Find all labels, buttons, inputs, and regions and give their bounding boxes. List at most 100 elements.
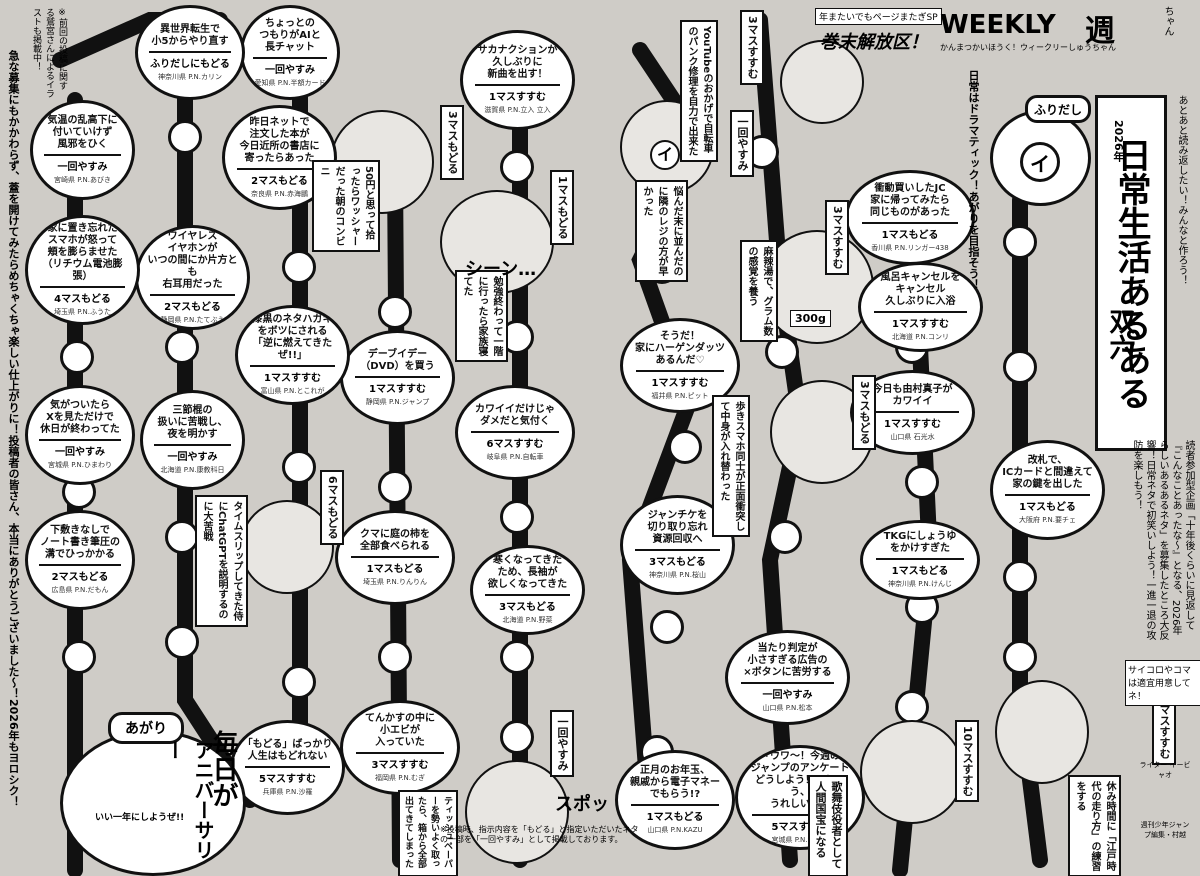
goal-circle: [60, 730, 246, 876]
square-text: 寒くなってきた ため、長袖が 欲しくなってきた: [487, 555, 568, 590]
start-label: ふりだし: [1025, 95, 1091, 123]
goal-main-text: 毎日が: [208, 730, 238, 808]
tagline: 日常はドラマティック！あがりを目指そう！: [967, 70, 980, 290]
square-text: 漆黒のネタハガキ をボツにされる 「逆に燃えてきたぜ!!」: [252, 314, 333, 361]
square-text: 家に置き忘れた スマホが怒って 頬を膨らませた （リチウム電池膨張）: [42, 223, 123, 282]
board-square[interactable]: 異世界転生で 小5からやり直すふりだしにもどる神奈川県 P.N.カリン: [135, 5, 245, 100]
path-space: [378, 640, 412, 674]
illustration: [860, 720, 964, 824]
square-pen-name: 北海道 P.N.康教科日: [160, 466, 225, 474]
square-pen-name: 岐阜県 P.N.自転車: [486, 452, 544, 461]
board-square[interactable]: サカナクションが 久しぶりに 新曲を出す！1マスすすむ滋賀県 P.N.立入 立入: [460, 30, 575, 130]
goal-sub-text: アニバーサリー: [162, 740, 215, 860]
path-space: [895, 690, 929, 724]
result-label: 3マスもどる: [852, 375, 876, 450]
square-pen-name: 宮城県 P.N.サカナ: [771, 835, 829, 844]
path-space: [165, 330, 199, 364]
square-result: 2マスもどる: [39, 564, 121, 583]
start-square[interactable]: イ: [1020, 142, 1060, 182]
square-pen-name: 広島県 P.N.だもん: [51, 586, 109, 594]
path-space: [282, 250, 316, 284]
board-square[interactable]: 家に置き忘れた スマホが怒って 頬を膨らませた （リチウム電池膨張） 4マスもどる…: [25, 215, 140, 325]
square-result: 1マスもどる: [1004, 494, 1090, 513]
result-label: 6マスもどる: [320, 470, 344, 545]
square-result: 一回やすみ: [741, 681, 834, 701]
square-text: 当たり判定が 小さすぎる広告の ×ボタンに苦労する: [743, 642, 832, 678]
square-pen-name: 北海道 P.N.コンリ: [891, 333, 950, 341]
board-square[interactable]: 気温の乱高下に 付いていけず 風邪をひく一回やすみ宮崎県 P.N.あびき: [30, 100, 135, 200]
square-result: 1マスもどる: [630, 804, 720, 823]
path-space: [165, 625, 199, 659]
square-result: 1マスもどる: [861, 221, 959, 241]
intro-text: あとあと読み返したい！みんなと作ろう！: [1176, 95, 1187, 285]
event-panel: 休み時間に「江戸時代の走り方」の練習をする: [1068, 775, 1121, 876]
weekly-logo-suffix: ちゃん: [1162, 6, 1173, 36]
path-space: [905, 465, 939, 499]
title-box: 日常生活あるある 双六: [1095, 95, 1167, 451]
square-pen-name: 山口県 P.N.KAZU: [647, 826, 703, 834]
square-result: 5マスすすむ: [244, 765, 330, 785]
path-space: [1003, 560, 1037, 594]
square-result: 6マスすすむ: [470, 430, 560, 450]
square-text: 異世界転生で 小5からやり直す: [151, 23, 229, 47]
board-square[interactable]: ちょっとの つもりがAIと 長チャット一回やすみ愛知県 P.N.半額カード: [240, 5, 340, 100]
square-result: 一回やすみ: [43, 154, 122, 173]
section-reading: かんまつかいほうく！ウィークリーしゅうちゃん: [940, 43, 1116, 52]
event-panel: 50円と思って拾ったらワッシャーだった朝のコンビニ: [312, 160, 380, 252]
special-tag: 年またいでもページまたぎSP: [815, 8, 942, 25]
result-label: 3マスすすむ: [740, 10, 764, 85]
square-pen-name: 静岡県 P.N.ジャンプ: [365, 397, 430, 406]
board-square[interactable]: 漆黒のネタハガキ をボツにされる 「逆に燃えてきたぜ!!」1マスすすむ富山県 P…: [235, 305, 350, 405]
square-marker-icon: イ: [650, 140, 680, 170]
path-space: [378, 295, 412, 329]
sound-effect: スポッ: [555, 794, 609, 815]
illustration: [995, 680, 1089, 784]
square-text: 衝動買いしたJC 家に帰ってみたら 同じものがあった: [870, 182, 950, 218]
path-space: [1003, 350, 1037, 384]
square-text: 気温の乱高下に 付いていけず 風邪をひく: [47, 115, 118, 150]
board-square[interactable]: 当たり判定が 小さすぎる広告の ×ボタンに苦労する一回やすみ山口県 P.N.松本: [725, 630, 850, 725]
square-pen-name: 山口県 石光水: [890, 432, 935, 441]
square-text: 「ウワ〜！今週の ジャンプのアンケート どうしよう！」という、 うれしい悩み: [750, 750, 850, 810]
board-square[interactable]: 下敷きなしで ノート書き筆圧の 溝でひっかかる 2マスもどる広島県 P.N.だもん: [25, 510, 135, 610]
square-pen-name: 大阪府 P.N.要チェ: [1018, 516, 1077, 524]
path-space: [650, 610, 684, 644]
square-pen-name: 神奈川県 P.N.けんじ: [887, 580, 953, 588]
square-result: 2マスもどる: [236, 167, 322, 187]
square-result: 1マスすすむ: [874, 311, 967, 330]
board-square[interactable]: 正月のお年玉、 親戚から電子マネー でもらう!?1マスもどる山口県 P.N.KA…: [615, 750, 735, 850]
goal-label: あがり: [108, 712, 184, 744]
board-square[interactable]: 気がついたら Xを見ただけで 休日が終わってた一回やすみ宮城県 P.N.ひまわり: [25, 385, 135, 485]
square-pen-name: 埼玉県 P.N.ふうた: [53, 308, 112, 316]
board-square[interactable]: 風呂キャンセルを キャンセル 久しぶりに入浴 1マスすすむ北海道 P.N.コンリ: [858, 262, 983, 352]
square-pen-name: 宮崎県 P.N.あびき: [53, 176, 112, 184]
result-label: 10マスすすむ: [955, 720, 979, 803]
square-pen-name: 福井県 P.N.ピット: [651, 391, 709, 400]
square-result: 4マスもどる: [39, 286, 125, 305]
square-pen-name: 静岡県 P.N.たてぶえ: [160, 315, 225, 324]
result-label: 一回やすみ: [550, 710, 574, 777]
path-space: [1003, 225, 1037, 259]
square-text: TKGにしょうゆ をかけすぎた: [883, 531, 957, 554]
editor-credit: 週刊少年ジャンプ編集・村越: [1140, 821, 1190, 839]
square-text: 風呂キャンセルを キャンセル 久しぶりに入浴: [880, 272, 961, 307]
square-pen-name: 兵庫県 P.N.沙羅: [262, 787, 313, 796]
result-label: 一回やすみ: [730, 110, 754, 177]
square-text: 下敷きなしで ノート書き筆圧の 溝でひっかかる: [40, 525, 120, 560]
event-panel: タイムスリップしてきた侍にChatGPTを説明するのに大苦戦: [195, 495, 248, 627]
square-pen-name: 富山県 P.N.とこれが: [260, 387, 325, 395]
square-result: 1マスもどる: [350, 555, 440, 575]
square-result: 3マスすすむ: [355, 751, 445, 771]
board-square[interactable]: 三節棍の 扱いに苦戦し、 夜を明かす一回やすみ北海道 P.N.康教科日: [140, 390, 245, 490]
